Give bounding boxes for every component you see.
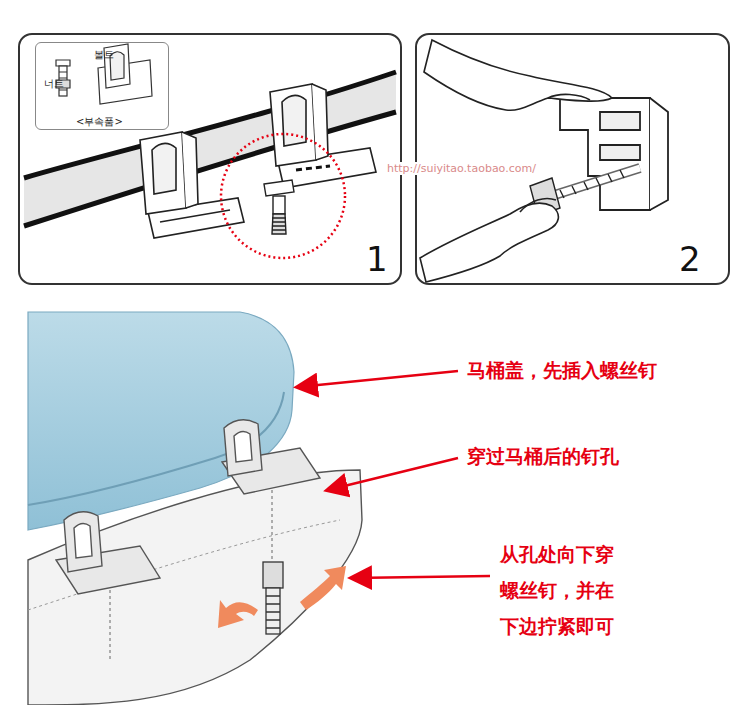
callout-text: 从孔处向下穿 螺丝钉，并在 下边拧紧即可 — [500, 536, 622, 644]
step-panel: 2 — [415, 33, 730, 285]
toilet-lid — [28, 312, 294, 530]
bolt — [264, 180, 294, 234]
watermark: http://suiyitao.taobao.com/ — [385, 162, 538, 175]
part-name: 너트 — [44, 77, 64, 91]
bolt — [263, 562, 283, 634]
step-panel: 1 볼트너트 <부속품> — [18, 33, 402, 285]
hinge — [560, 98, 668, 210]
callout-text: 穿过马桶后的钉孔 — [467, 438, 619, 474]
highlight-circle — [221, 134, 345, 258]
part-name: <부속품> — [76, 115, 123, 129]
hinge — [140, 132, 244, 238]
hand — [420, 40, 612, 282]
parts-inset: 볼트너트 <부속품> — [35, 42, 169, 130]
leader-arrow — [298, 371, 490, 578]
turn-arrow — [218, 566, 346, 628]
hinge — [56, 420, 320, 594]
step-number: 1 — [366, 239, 388, 279]
hinge — [270, 84, 376, 188]
inset-parts — [56, 44, 152, 104]
step-number: 2 — [679, 239, 701, 279]
bolt-path — [110, 490, 272, 660]
part-name: 볼트 — [94, 48, 114, 62]
callout-text: 马桶盖，先插入螺丝钉 — [467, 352, 657, 388]
